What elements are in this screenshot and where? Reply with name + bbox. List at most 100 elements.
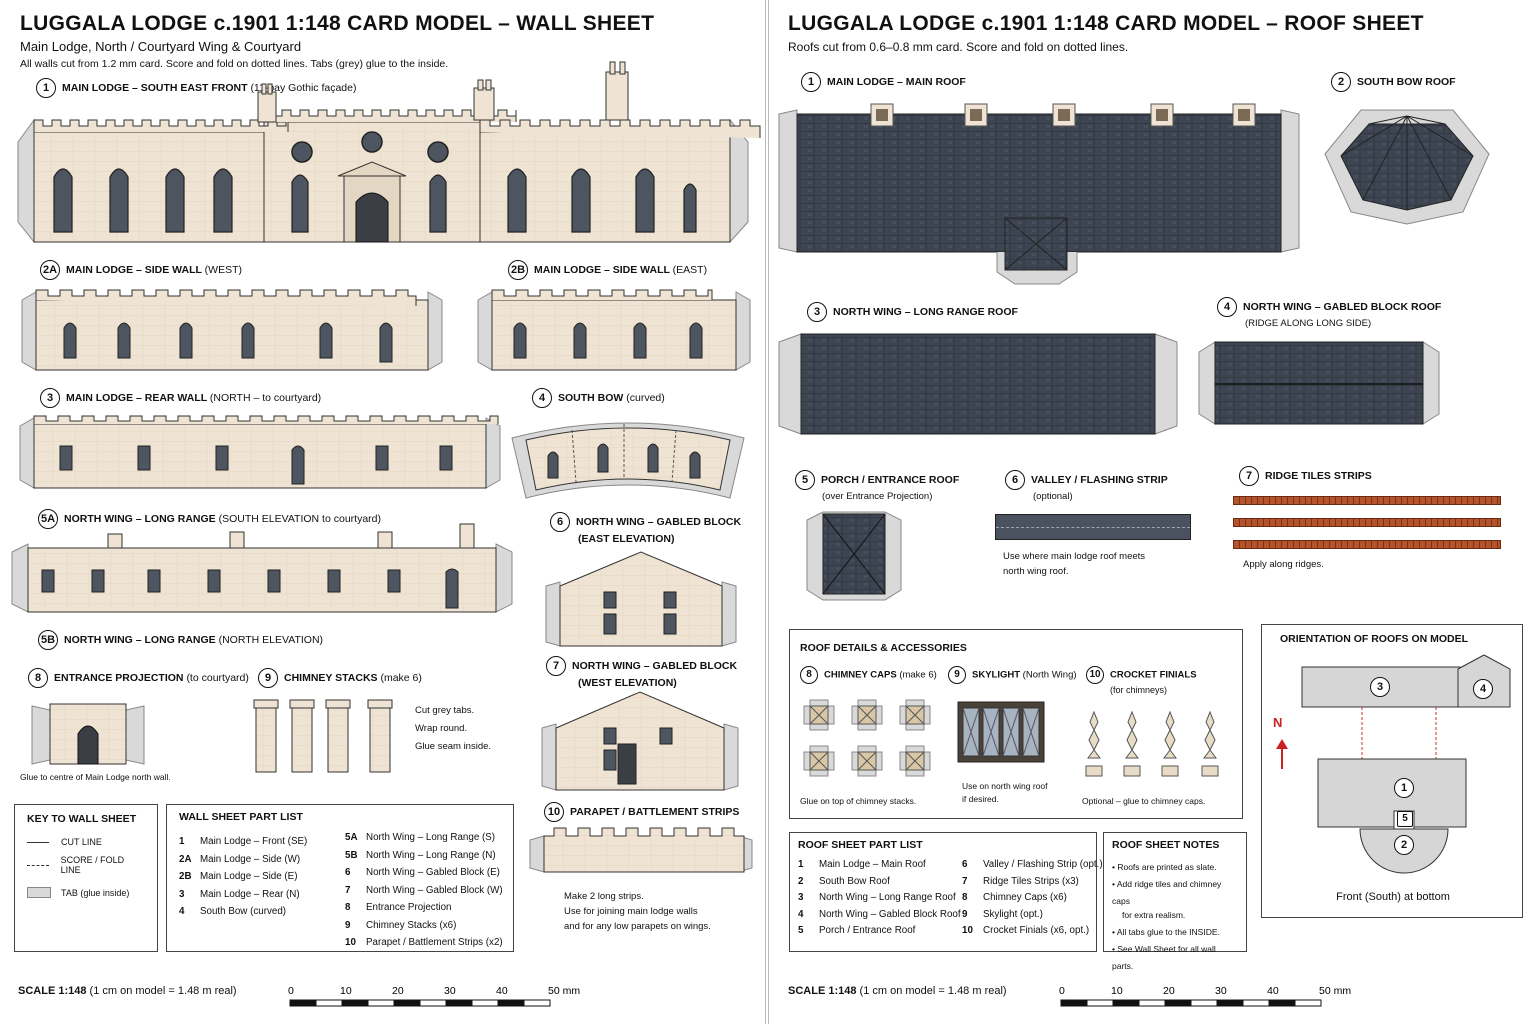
key-title: KEY TO WALL SHEET [27, 813, 137, 825]
key-cut-line: CUT LINE [27, 837, 145, 847]
note-text: All tabs glue to the INSIDE. [1116, 927, 1220, 937]
gabled-block-roof-drawing [1198, 341, 1440, 425]
chimney-notes: Cut grey tabs. Wrap round. Glue seam ins… [415, 702, 491, 756]
chimney-cap [899, 745, 931, 777]
key-text: SCORE / FOLD LINE [60, 855, 125, 875]
scale-segment [1190, 999, 1218, 1007]
orientation-title: ORIENTATION OF ROOFS ON MODEL [1280, 633, 1469, 645]
note-text: for extra realism. [1122, 910, 1186, 920]
orientation-box: ORIENTATION OF ROOFS ON MODEL N 3 4 1 5 … [1261, 624, 1523, 918]
porch-roof-drawing [806, 511, 902, 601]
part-note: (make 6) [899, 669, 937, 681]
part-list-text: North Wing – Gabled Block (E) [366, 867, 500, 878]
part-note: (WEST) [204, 263, 242, 276]
part-title: ENTRANCE PROJECTION [54, 671, 184, 684]
part-number: 6 [1005, 470, 1025, 490]
part-list-number: 6 [962, 859, 968, 870]
part-list-number: 10 [345, 937, 356, 948]
part-list-text: Parapet / Battlement Strips (x2) [366, 937, 503, 948]
finials-caption: Optional – glue to chimney caps. [1082, 796, 1206, 806]
note-line: Use for joining main lodge walls [564, 906, 698, 917]
scale-segment [523, 999, 551, 1007]
part-number: 6 [550, 512, 570, 532]
part-number: 7 [546, 656, 566, 676]
part-note: (North Wing) [1022, 669, 1077, 681]
part-title: PORCH / ENTRANCE ROOF [821, 473, 960, 486]
part-list-number: 3 [179, 888, 185, 900]
part-title: SOUTH BOW [558, 391, 624, 404]
part-number: 5B [38, 630, 58, 650]
ridge-caption: Apply along ridges. [1243, 559, 1324, 570]
part-title: RIDGE TILES STRIPS [1265, 469, 1372, 482]
scale-title: SCALE 1:148 [788, 985, 857, 997]
key-box: KEY TO WALL SHEET CUT LINE SCORE / FOLD … [14, 804, 158, 952]
part-list-number: 2A [179, 853, 192, 865]
orientation-marker: 4 [1473, 679, 1493, 699]
part-number: 5 [795, 470, 815, 490]
part-number: 1 [36, 78, 56, 98]
scale-segment [1138, 999, 1166, 1007]
part-title: MAIN LODGE – SIDE WALL [66, 263, 202, 276]
part-title: MAIN LODGE – SOUTH EAST FRONT [62, 81, 248, 94]
part-note: (EAST ELEVATION) [578, 533, 675, 545]
part-title: MAIN LODGE – MAIN ROOF [827, 75, 966, 88]
scale-tick-label: 20 [392, 985, 404, 997]
scale-segment [1086, 999, 1114, 1007]
scale-segment [1060, 999, 1088, 1007]
part-note: (curved) [626, 391, 665, 404]
part-list-text: Main Lodge – Rear (N) [200, 888, 300, 900]
part-number: 8 [28, 668, 48, 688]
ridge-strip [1233, 496, 1501, 505]
part-title: SOUTH BOW ROOF [1357, 75, 1456, 88]
wall-sheet-subtitle: Main Lodge, North / Courtyard Wing & Cou… [20, 39, 302, 54]
rear-wall-north-drawing [19, 415, 501, 489]
scale-segment [393, 999, 421, 1007]
roof-notes-box: ROOF SHEET NOTES • Roofs are printed as … [1103, 832, 1247, 971]
part-list-number: 6 [345, 867, 351, 878]
notes-title: ROOF SHEET NOTES [1112, 839, 1220, 851]
part-list-text: Entrance Projection [366, 902, 452, 913]
part-number: 9 [948, 666, 966, 684]
part-number: 7 [1239, 466, 1259, 486]
part-number: 4 [532, 388, 552, 408]
part-number: 8 [800, 666, 818, 684]
part-note: (NORTH – to courtyard) [209, 391, 322, 404]
part-note: (RIDGE ALONG LONG SIDE) [1245, 318, 1372, 329]
orientation-marker: 5 [1397, 811, 1413, 827]
part-title: NORTH WING – LONG RANGE ROOF [833, 305, 1018, 318]
scale-tick-label: 30 [444, 985, 456, 997]
north-arrow-label: N [1273, 715, 1283, 730]
part-list-text: North Wing – Long Range (S) [366, 832, 496, 843]
scale-tick-label: 10 [1111, 985, 1123, 997]
scale-tick-label: 50 mm [1319, 985, 1351, 997]
south-bow-roof-drawing [1324, 109, 1490, 225]
part-title: NORTH WING – LONG RANGE [64, 633, 216, 646]
orientation-diagram [1276, 654, 1511, 874]
part-number: 2 [1331, 72, 1351, 92]
part-list-text: Main Lodge – Main Roof [819, 859, 926, 870]
note-line: and for any low parapets on wings. [564, 921, 711, 932]
note-item: • Add ridge tiles and chimney caps [1112, 879, 1222, 906]
part-list-title: ROOF SHEET PART LIST [798, 839, 923, 851]
scale-segment [497, 999, 525, 1007]
part-list-number: 8 [345, 902, 351, 913]
note-line: Wrap round. [415, 723, 468, 734]
ridge-strip [1233, 518, 1501, 527]
orientation-marker: 2 [1394, 835, 1414, 855]
main-roof-drawing [778, 103, 1300, 285]
scale-segment [1242, 999, 1270, 1007]
note-line: Use on north wing roof [962, 781, 1048, 791]
